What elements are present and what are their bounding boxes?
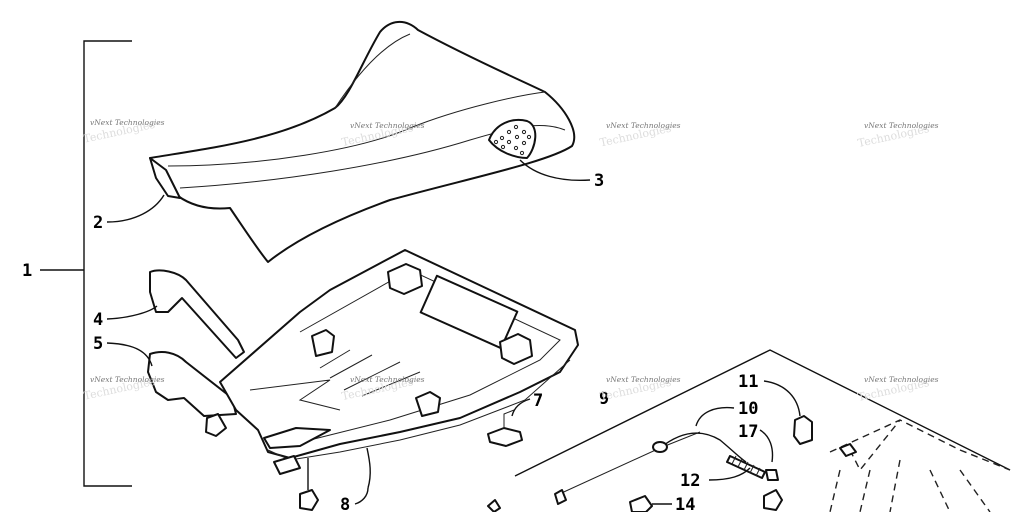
svg-text:vNext Technologies: vNext Technologies <box>350 375 425 384</box>
leader-5 <box>106 342 153 367</box>
leader-17 <box>759 429 774 463</box>
latch-assembly <box>487 349 1011 512</box>
svg-text:vNext Technologies: vNext Technologies <box>350 121 425 130</box>
callout-2: 2 <box>93 213 103 233</box>
leader-4 <box>106 305 158 320</box>
mounting-bracket <box>487 427 523 447</box>
callout-12: 12 <box>680 471 700 491</box>
callout-10: 10 <box>738 399 758 419</box>
leader-3 <box>519 159 591 182</box>
leader-12 <box>708 467 751 481</box>
svg-text:vNext Technologies: vNext Technologies <box>90 118 165 127</box>
seat-base <box>205 249 579 511</box>
callout-7: 7 <box>533 391 543 411</box>
callout-4: 4 <box>93 310 103 330</box>
callout-8: 8 <box>340 495 350 512</box>
leader-2 <box>106 194 165 223</box>
svg-text:vNext Technologies: vNext Technologies <box>864 121 939 130</box>
callout-17: 17 <box>738 422 758 442</box>
callout-5: 5 <box>93 334 103 354</box>
callout-3: 3 <box>594 171 604 191</box>
bumper-pad-lower <box>147 351 237 417</box>
seat-patch <box>488 119 537 159</box>
callout-14: 14 <box>675 495 695 512</box>
callout-9: 9 <box>599 389 609 409</box>
svg-text:vNext Technologies: vNext Technologies <box>606 121 681 130</box>
bumper-pad-upper <box>149 269 245 359</box>
assembly-bracket <box>83 40 132 487</box>
leader-10 <box>695 406 735 427</box>
svg-text:vNext Technologies: vNext Technologies <box>864 375 939 384</box>
leader-11 <box>763 380 801 417</box>
callout-11: 11 <box>738 372 758 392</box>
svg-text:vNext Technologies: vNext Technologies <box>606 375 681 384</box>
svg-text:vNext Technologies: vNext Technologies <box>90 375 165 384</box>
callout-1: 1 <box>22 261 32 281</box>
release-cable <box>659 432 747 463</box>
leader-8 <box>354 487 369 505</box>
leader-7 <box>511 398 531 417</box>
seat-cushion <box>149 21 576 263</box>
